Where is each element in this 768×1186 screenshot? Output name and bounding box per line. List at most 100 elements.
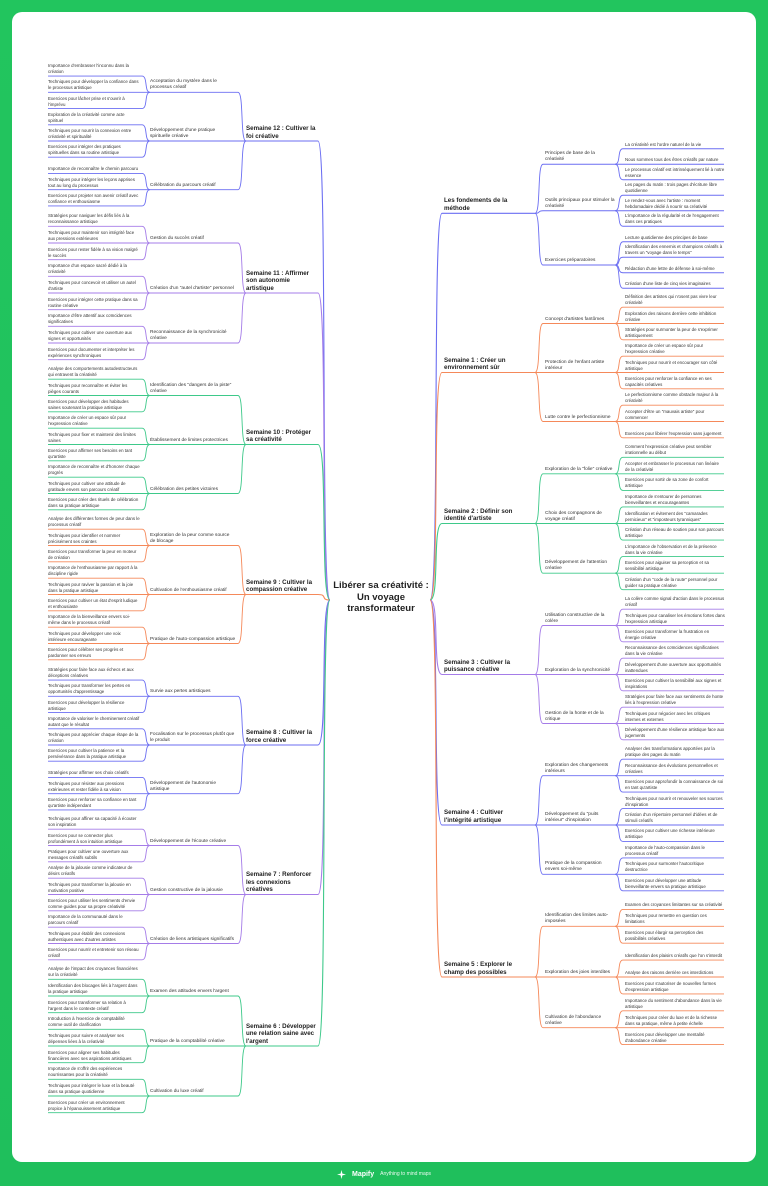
leaf-node[interactable]: Importance de l'auto-compassion dans le …	[625, 845, 725, 857]
leaf-node[interactable]: Analyse de la jalousie comme indicateur …	[48, 865, 140, 877]
leaf-node[interactable]: Techniques pour maintenir son intégrité …	[48, 230, 140, 242]
leaf-node[interactable]: Exercices pour intégrer cette pratique d…	[48, 297, 140, 309]
subtopic-node[interactable]: Célébration des petites victoires	[150, 481, 236, 493]
leaf-node[interactable]: Identification des ennemis et champions …	[625, 244, 725, 256]
leaf-node[interactable]: Exercices pour utiliser les sentiments d…	[48, 898, 140, 910]
leaf-node[interactable]: Stratégies pour naviguer les défis liés …	[48, 213, 140, 225]
leaf-node[interactable]: Importance d'être attentif aux coïnciden…	[48, 313, 140, 325]
subtopic-node[interactable]: Exploration des joies interdites	[545, 964, 615, 976]
leaf-node[interactable]: Exercices pour aligner ses habitudes fin…	[48, 1050, 140, 1062]
subtopic-node[interactable]: Principes de base de la créativité	[545, 151, 615, 163]
leaf-node[interactable]: Exploration de la créativité comme acte …	[48, 112, 140, 124]
leaf-node[interactable]: Définition des artistes qui n'osent pas …	[625, 294, 725, 306]
subtopic-node[interactable]: Développement du "puits intérieur" d'ins…	[545, 812, 615, 824]
leaf-node[interactable]: Techniques pour nourrir la connexion ent…	[48, 128, 140, 140]
leaf-node[interactable]: Reconnaissance des évolutions personnell…	[625, 763, 725, 775]
leaf-node[interactable]: Exercices pour aiguiser sa perception et…	[625, 560, 725, 572]
leaf-node[interactable]: Techniques pour développer la confiance …	[48, 79, 140, 91]
branch-node[interactable]: Les fondements de la méthode	[444, 196, 532, 212]
subtopic-node[interactable]: Création de liens artistiques significat…	[150, 931, 236, 943]
leaf-node[interactable]: Exploration des raisons derrière cette i…	[625, 311, 725, 323]
subtopic-node[interactable]: Pratique de l'auto-compassion artistique	[150, 631, 236, 643]
leaf-node[interactable]: Techniques pour raviver la passion et la…	[48, 582, 140, 594]
leaf-node[interactable]: Identification des blocages liés à l'arg…	[48, 983, 140, 995]
leaf-node[interactable]: Techniques pour transformer la jalousie …	[48, 882, 140, 894]
subtopic-node[interactable]: Identification des limites auto-imposées	[545, 913, 615, 925]
subtopic-node[interactable]: Gestion constructive de la jalousie	[150, 882, 236, 894]
leaf-node[interactable]: Techniques pour nourrir et encourager so…	[625, 360, 725, 372]
leaf-node[interactable]: Le perfectionnisme comme obstacle majeur…	[625, 392, 725, 404]
leaf-node[interactable]: Importance du sentiment d'abondance dans…	[625, 998, 725, 1010]
leaf-node[interactable]: Exercices pour s'autoriser de nouvelles …	[625, 981, 725, 993]
leaf-node[interactable]: Techniques pour affiner sa capacité à éc…	[48, 816, 140, 828]
leaf-node[interactable]: Exercices pour développer des habitudes …	[48, 399, 140, 411]
leaf-node[interactable]: Exercices pour transformer la peur en mo…	[48, 549, 140, 561]
leaf-node[interactable]: Importance d'un espace sacré dédié à la …	[48, 263, 140, 275]
leaf-node[interactable]: Importance de s'entourer de personnes bi…	[625, 494, 725, 506]
leaf-node[interactable]: Techniques pour créer du luxe et de la r…	[625, 1015, 725, 1027]
leaf-node[interactable]: Exercices pour célébrer ses progrès et p…	[48, 647, 140, 659]
leaf-node[interactable]: Exercices pour développer la résilience …	[48, 700, 140, 712]
brand-logo[interactable]: Mapify	[351, 1170, 375, 1178]
leaf-node[interactable]: Analyser des transformations apportées p…	[625, 746, 725, 758]
leaf-node[interactable]: Exercices pour transformer la frustratio…	[625, 629, 725, 641]
leaf-node[interactable]: Création d'une liste de cinq vies imagin…	[625, 275, 725, 287]
leaf-node[interactable]: Exercices pour rester fidèle à sa vision…	[48, 247, 140, 259]
leaf-node[interactable]: Importance d'embrasser l'inconnu dans la…	[48, 63, 140, 75]
subtopic-node[interactable]: Création d'un "autel d'artiste" personne…	[150, 280, 236, 292]
leaf-node[interactable]: Techniques pour suivre et analyser ses d…	[48, 1033, 140, 1045]
subtopic-node[interactable]: Acceptation du mystère dans le processus…	[150, 79, 236, 91]
leaf-node[interactable]: Exercices pour développer une attitude b…	[625, 878, 725, 890]
leaf-node[interactable]: Comment l'expression créative peut sembl…	[625, 444, 725, 456]
leaf-node[interactable]: Exercices pour libérer l'expression sans…	[625, 425, 725, 437]
leaf-node[interactable]: Techniques pour canaliser les émotions f…	[625, 613, 725, 625]
leaf-node[interactable]: Analyse de l'impact des croyances financ…	[48, 966, 140, 978]
leaf-node[interactable]: Techniques pour cultiver une attitude de…	[48, 481, 140, 493]
leaf-node[interactable]: Identification et évitement des "camarad…	[625, 511, 725, 523]
leaf-node[interactable]: Techniques pour résister aux pressions e…	[48, 781, 140, 793]
leaf-node[interactable]: Analyse des différentes formes de peur d…	[48, 516, 140, 528]
branch-node[interactable]: Semaine 9 : Cultiver la compassion créat…	[246, 578, 318, 594]
leaf-node[interactable]: Création d'un "code de la route" personn…	[625, 577, 725, 589]
leaf-node[interactable]: Techniques pour remettre en question ces…	[625, 913, 725, 925]
subtopic-node[interactable]: Célébration du parcours créatif	[150, 177, 236, 189]
subtopic-node[interactable]: Développement de l'attention créative	[545, 560, 615, 572]
leaf-node[interactable]: Développement d'une résilience artistiqu…	[625, 727, 725, 739]
leaf-node[interactable]: Analyse des comportements autodestructeu…	[48, 366, 140, 378]
subtopic-node[interactable]: Développement de l'écoute créative	[150, 833, 236, 845]
leaf-node[interactable]: Stratégies pour faire face aux sentiment…	[625, 694, 725, 706]
leaf-node[interactable]: Techniques pour concevoir et utiliser un…	[48, 280, 140, 292]
leaf-node[interactable]: Exercices pour élargir sa perception des…	[625, 930, 725, 942]
leaf-node[interactable]: Exercices pour créer des rituels de célé…	[48, 497, 140, 509]
subtopic-node[interactable]: Établissement de limites protectrices	[150, 432, 236, 444]
leaf-node[interactable]: Techniques pour négocier avec les critiq…	[625, 711, 725, 723]
branch-node[interactable]: Semaine 1 : Créer un environnement sûr	[444, 356, 532, 372]
leaf-node[interactable]: Exercices pour renforcer sa confiance en…	[48, 797, 140, 809]
leaf-node[interactable]: Techniques pour intégrer le luxe et la b…	[48, 1083, 140, 1095]
branch-node[interactable]: Semaine 11 : Affirmer son autonomie arti…	[246, 270, 318, 292]
leaf-node[interactable]: Exercices pour sortir de sa zone de conf…	[625, 477, 725, 489]
leaf-node[interactable]: Les pages du matin : trois pages d'écrit…	[625, 182, 725, 194]
leaf-node[interactable]: Importance de reconnaître et d'honorer c…	[48, 464, 140, 476]
leaf-node[interactable]: Stratégies pour faire face aux échecs et…	[48, 667, 140, 679]
leaf-node[interactable]: Examen des croyances limitantes sur sa c…	[625, 896, 725, 908]
leaf-node[interactable]: Exercices pour renforcer la confiance en…	[625, 376, 725, 388]
leaf-node[interactable]: Création d'un réseau de soutien pour son…	[625, 527, 725, 539]
leaf-node[interactable]: Techniques pour cultiver une ouverture a…	[48, 330, 140, 342]
leaf-node[interactable]: Stratégies pour affirmer ses choix créat…	[48, 764, 140, 776]
leaf-node[interactable]: La colère comme signal d'action dans le …	[625, 596, 725, 608]
branch-node[interactable]: Semaine 6 : Développer une relation sain…	[246, 1023, 318, 1045]
subtopic-node[interactable]: Exploration de la synchronicité	[545, 662, 615, 674]
leaf-node[interactable]: Importance de l'enthousiasme par rapport…	[48, 565, 140, 577]
leaf-node[interactable]: Le rendez-vous avec l'artiste : moment h…	[625, 198, 725, 210]
branch-node[interactable]: Semaine 3 : Cultiver la puissance créati…	[444, 658, 532, 674]
leaf-node[interactable]: Importance de créer un espace sûr pour l…	[48, 415, 140, 427]
leaf-node[interactable]: Accepter et embrasser le processus non l…	[625, 461, 725, 473]
subtopic-node[interactable]: Reconnaissance de la synchronicité créat…	[150, 330, 236, 342]
branch-node[interactable]: Semaine 2 : Définir son identité d'artis…	[444, 507, 532, 523]
leaf-node[interactable]: Techniques pour établir des connexions a…	[48, 931, 140, 943]
leaf-node[interactable]: Exercices pour affirmer ses besoins en t…	[48, 448, 140, 460]
leaf-node[interactable]: Analyse des raisons derrière ces interdi…	[625, 964, 725, 976]
leaf-node[interactable]: Exercices pour développer une mentalité …	[625, 1032, 725, 1044]
subtopic-node[interactable]: Examen des attitudes envers l'argent	[150, 983, 236, 995]
